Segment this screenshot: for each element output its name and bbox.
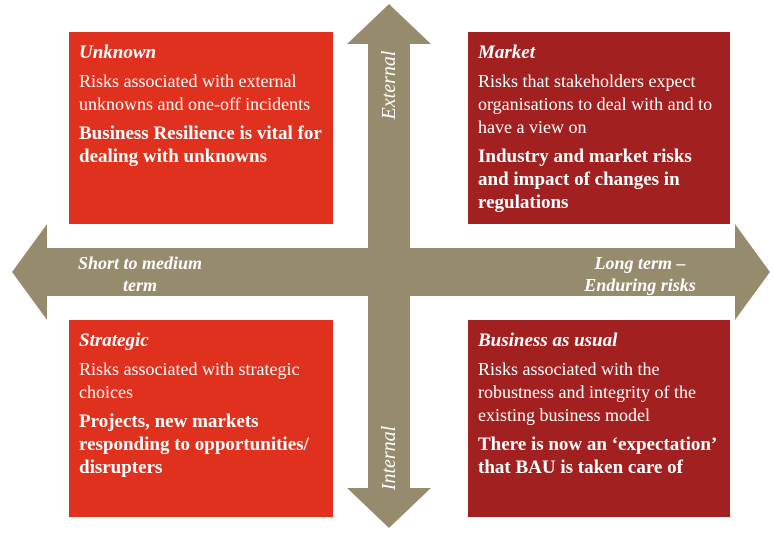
quadrant-title: Unknown [79,42,157,63]
axis-label-bottom: Internal [378,425,400,491]
quadrant-unknown: Unknown Risks associated with external u… [69,32,333,224]
axis-label-right: Long term – Enduring risks [548,252,732,296]
quadrant-emphasis: Business Resilience is vital for dealing… [79,123,322,167]
quadrant-title: Business as usual [478,330,618,351]
quadrant-description: Risks associated with external unknowns … [79,71,311,114]
axis-label-left-line1: Short to medium [77,253,203,273]
quadrant-emphasis: There is now an ‘expectation’ that BAU i… [478,434,716,478]
vertical-arrow [347,4,431,528]
quadrant-business-as-usual: Business as usual Risks associated with … [468,320,730,517]
axis-label-left-line2: term [123,275,157,295]
quadrant-emphasis: Industry and market risks and impact of … [478,146,692,213]
quadrant-title: Market [478,42,535,63]
quadrant-strategic: Strategic Risks associated with strategi… [69,320,333,517]
quadrant-description: Risks associated with the robustness and… [478,359,696,425]
axis-label-top: External [378,50,400,120]
axis-label-left: Short to medium term [44,252,236,296]
quadrant-title: Strategic [79,330,149,351]
quadrant-emphasis: Projects, new markets responding to oppo… [79,411,309,478]
quadrant-description: Risks that stakeholders expect organisat… [478,71,713,137]
axis-label-right-line2: Enduring risks [584,275,696,295]
quadrant-market: Market Risks that stakeholders expect or… [468,32,730,224]
quadrant-description: Risks associated with strategic choices [79,359,300,402]
axis-label-right-line1: Long term – [594,253,686,273]
